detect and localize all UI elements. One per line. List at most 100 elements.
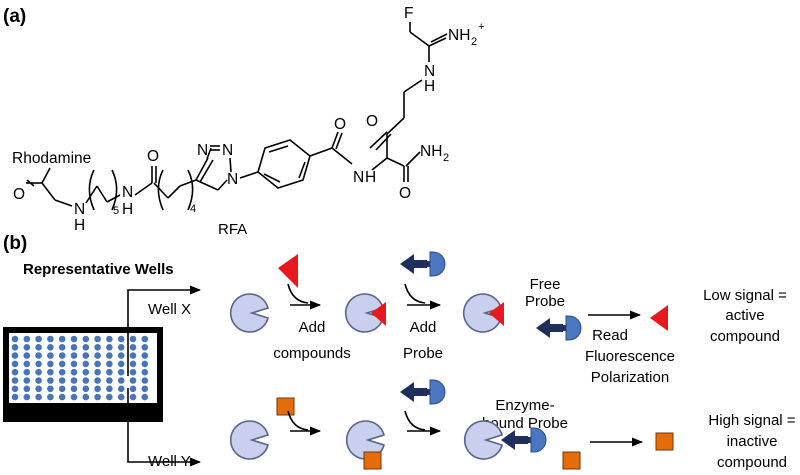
well-dot [106, 344, 113, 351]
well-dot [141, 385, 149, 393]
well-dot [23, 335, 31, 343]
well-dot [58, 335, 66, 343]
well-dot [82, 368, 90, 376]
inactive-square-icon [276, 397, 295, 416]
atom-NH2plus-charge: + [478, 21, 484, 33]
add-curl-icon [404, 410, 426, 431]
rhodamine-label: Rhodamine [12, 150, 91, 167]
well-dot [58, 368, 66, 376]
low-signal-label: Low signal = [703, 287, 787, 304]
well-dot [11, 344, 19, 351]
panel-b-label: (b) [3, 233, 27, 254]
well-dot [129, 393, 137, 401]
well-dot [58, 377, 66, 384]
probe-icon [399, 379, 446, 405]
well-dot [23, 385, 31, 393]
atom-N-left: N [74, 201, 85, 218]
well-dot [70, 385, 78, 393]
well-dot [106, 368, 113, 376]
atom-H-mid: H [122, 201, 133, 218]
well-dot [94, 335, 101, 343]
enzyme-icon [463, 420, 503, 460]
enzyme-icon [229, 293, 269, 333]
step-add-probe-label: Add [410, 319, 437, 336]
well-dot [82, 344, 90, 351]
well-dot [82, 385, 90, 393]
free-probe-label: Free [530, 276, 561, 293]
subscript-5: 5 [113, 205, 119, 217]
well-dot [35, 393, 42, 401]
well-dot [23, 377, 31, 384]
molecule-name: RFA [218, 221, 247, 238]
well-dot [58, 360, 66, 368]
well-dot [11, 335, 19, 343]
well-dot [35, 360, 42, 368]
well-dot [47, 335, 54, 343]
well-dot [23, 352, 31, 359]
well-dot [11, 352, 19, 359]
well-dot [94, 344, 101, 351]
well-dot [23, 368, 31, 376]
atom-N1: N [197, 142, 208, 159]
well-dot [129, 344, 137, 351]
bound-triangle-icon [371, 302, 386, 326]
well-x-label: Well X [148, 301, 191, 318]
atom-O4: O [399, 185, 411, 202]
atom-O1: O [13, 186, 25, 203]
well-dot [141, 344, 149, 351]
row-well-x: Add compounds Add Probe Free Probe Read … [229, 251, 787, 386]
well-dot [35, 335, 42, 343]
well-dot [117, 360, 125, 368]
well-dot [70, 368, 78, 376]
read-label: Read [592, 327, 628, 344]
well-dot [35, 385, 42, 393]
well-dot [129, 368, 137, 376]
inhibitor-triangle-icon [278, 254, 298, 288]
atom-NH2-sub: 2 [443, 152, 449, 164]
well-dot [82, 335, 90, 343]
atom-N3: N [227, 171, 238, 188]
compound-label: compound [717, 454, 787, 471]
bound-probe-label: bound Probe [482, 415, 568, 432]
atom-O5: O [366, 113, 378, 130]
well-dot [35, 352, 42, 359]
well-dot [117, 352, 125, 359]
inactive-label: inactive [727, 433, 778, 450]
well-dot [70, 352, 78, 359]
atom-N2: N [222, 142, 233, 159]
polarization-label: Polarization [591, 369, 669, 386]
well-dot [35, 377, 42, 384]
well-dot [94, 385, 101, 393]
well-dot [23, 344, 31, 351]
well-dot [82, 352, 90, 359]
well-dot [106, 385, 113, 393]
well-dot [141, 368, 149, 376]
row-well-y: Enzyme- bound Probe High signal = inacti… [229, 379, 796, 471]
well-dot [70, 377, 78, 384]
panel-a-label: (a) [3, 6, 26, 27]
well-dot [70, 335, 78, 343]
atom-N-mid: N [122, 184, 133, 201]
atom-O2: O [147, 148, 159, 165]
enzyme-bound-label: Enzyme- [495, 397, 554, 414]
well-dot [47, 377, 54, 384]
atom-F: F [404, 5, 413, 22]
well-dot [106, 393, 113, 401]
active-label: active [725, 307, 764, 324]
well-y-label: Well Y [148, 453, 191, 470]
enzyme-icon [229, 420, 269, 460]
well-dot [11, 368, 19, 376]
well-dot [47, 344, 54, 351]
well-dot [58, 393, 66, 401]
well-dot [117, 377, 125, 384]
well-dot [11, 377, 19, 384]
compound-label: compound [710, 328, 780, 345]
well-dot [70, 360, 78, 368]
inactive-square-icon [562, 451, 581, 470]
well-dot [11, 385, 19, 393]
well-dot [47, 360, 54, 368]
fluorescence-label: Fluorescence [585, 348, 675, 365]
atom-H-amide: H [365, 169, 376, 186]
